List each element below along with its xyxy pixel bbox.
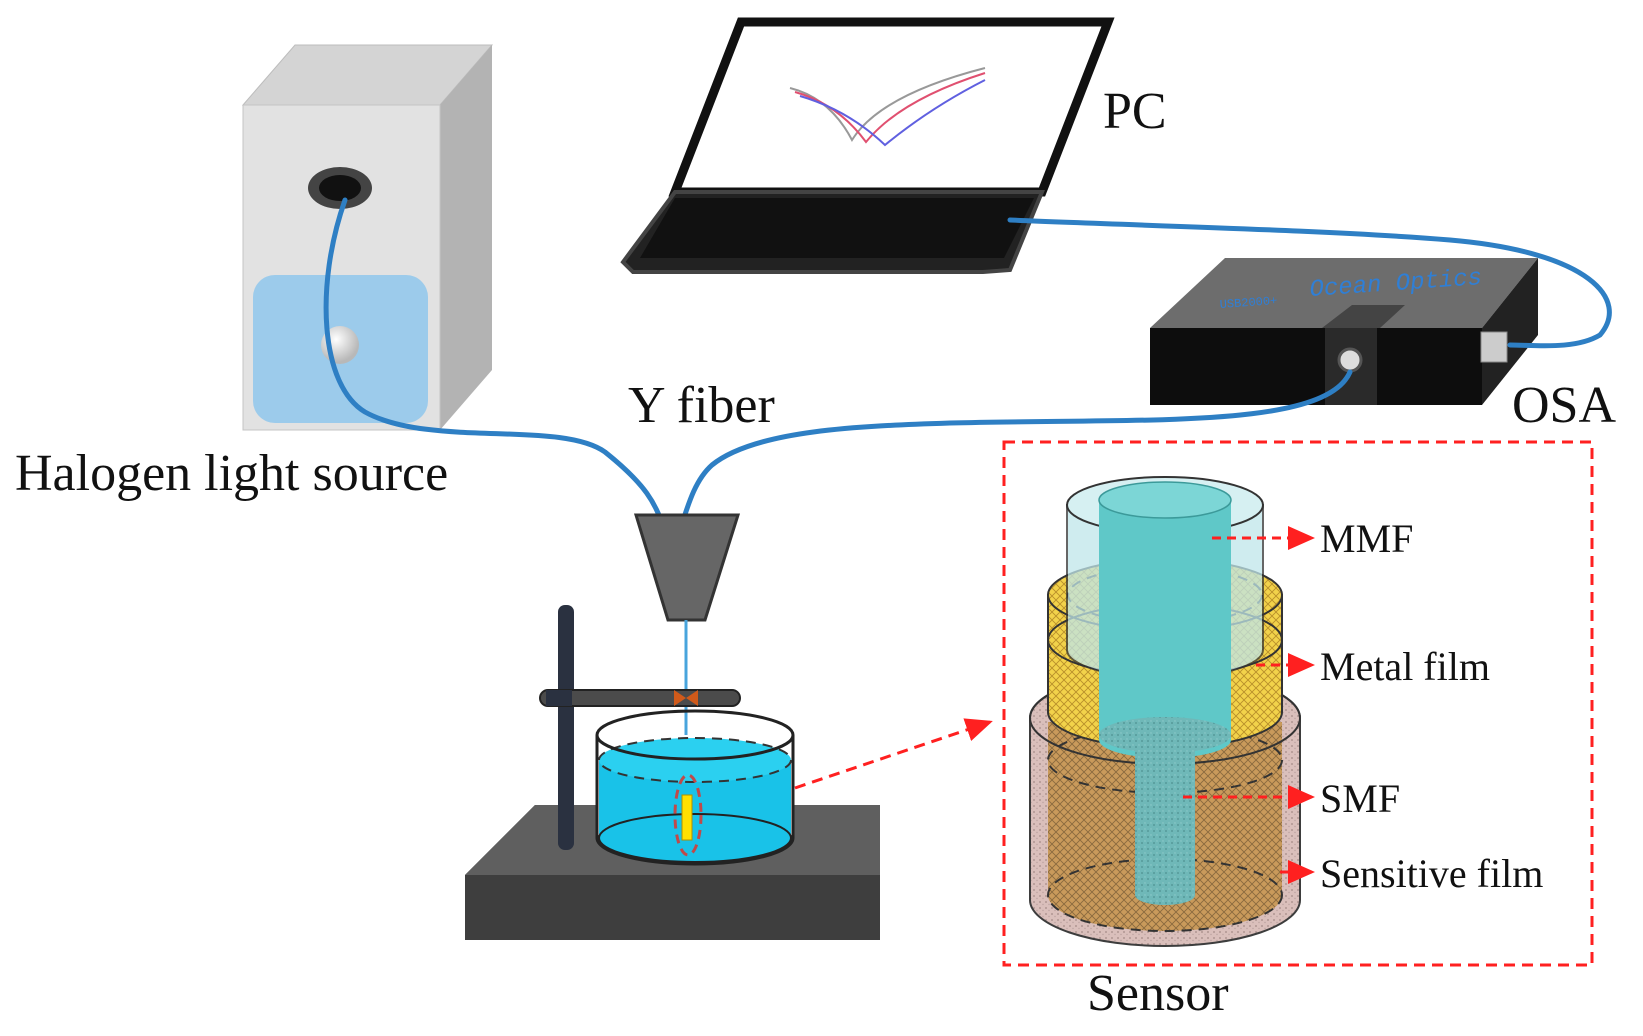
cable-pc-osa <box>1007 217 1612 349</box>
sensor-highlight-ellipse <box>673 773 703 857</box>
osa-spectrometer: Ocean Optics USB2000+ <box>1150 258 1538 405</box>
zoom-arrow <box>794 718 993 790</box>
label-sensor: Sensor <box>1087 965 1229 1022</box>
label-y-fiber: Y fiber <box>628 377 775 434</box>
sensor-callouts <box>1183 526 1315 884</box>
osa-model: USB2000+ <box>1219 294 1277 312</box>
fibers <box>323 197 1612 533</box>
sensor-in-beaker <box>681 794 693 841</box>
y-fiber-coupler <box>633 513 741 622</box>
beaker <box>595 709 795 866</box>
halogen-light-source <box>241 44 494 431</box>
smf-core <box>1135 735 1195 905</box>
osa-input-port <box>1337 347 1363 373</box>
beaker-liquid <box>599 760 791 862</box>
sensor-detail-box <box>1002 440 1594 967</box>
label-osa: OSA <box>1512 377 1616 434</box>
label-smf: SMF <box>1320 776 1400 821</box>
label-pc: PC <box>1103 83 1167 140</box>
sensor-structure <box>1029 476 1301 947</box>
fiber-osa-branch <box>677 369 1353 533</box>
stand-rod <box>558 605 574 850</box>
pc-laptop <box>620 17 1115 274</box>
osa-usb-port <box>1480 331 1508 363</box>
spectrum-curves <box>789 67 986 147</box>
stand-clamp <box>539 689 741 707</box>
label-metal-film: Metal film <box>1320 644 1490 689</box>
mmf-core <box>1099 500 1231 758</box>
label-halogen-light-source: Halogen light source <box>15 445 448 502</box>
label-mmf: MMF <box>1320 516 1413 561</box>
label-sensitive-film: Sensitive film <box>1320 851 1543 896</box>
fiber-source-branch <box>323 197 668 533</box>
